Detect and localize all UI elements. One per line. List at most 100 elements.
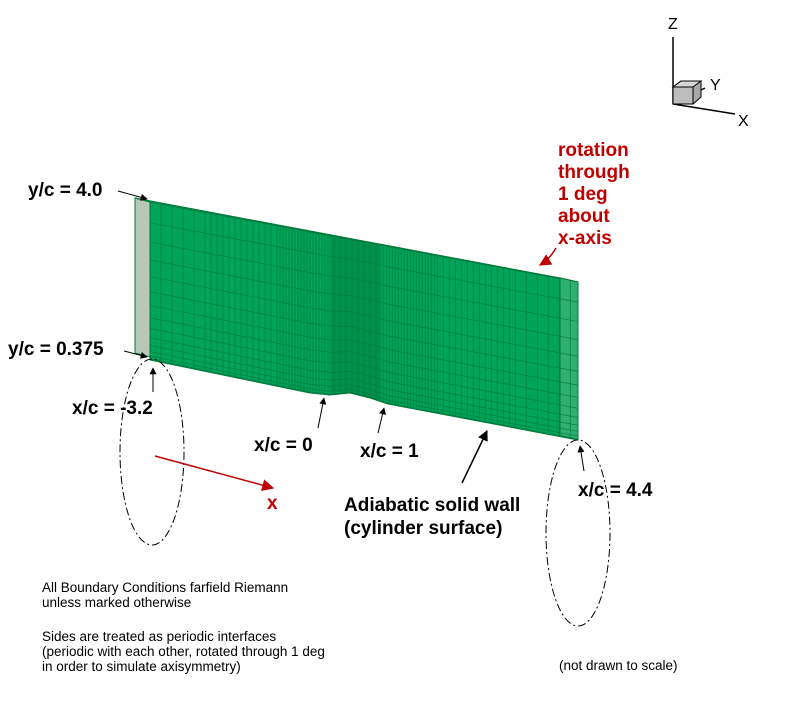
mesh-line (257, 312, 263, 315)
mesh-line (397, 401, 403, 404)
mesh-line (485, 413, 491, 416)
mesh-line (305, 369, 311, 371)
mesh-line (397, 404, 403, 406)
mesh-line (369, 299, 375, 302)
mesh-line (297, 270, 303, 272)
mesh-line (233, 373, 239, 375)
mesh-line (521, 291, 527, 293)
mesh-line (301, 289, 307, 291)
mesh-line (189, 366, 195, 369)
mesh-line (197, 269, 203, 271)
mesh-line (249, 348, 255, 350)
mesh-line (285, 332, 291, 334)
mesh-line (413, 354, 419, 356)
mesh-line (345, 258, 351, 260)
mesh-line (421, 378, 427, 380)
mesh-line (401, 323, 407, 325)
mesh-line (213, 350, 219, 352)
mesh-line (385, 399, 391, 401)
mesh-line (469, 350, 475, 353)
mesh-line (481, 417, 487, 419)
mesh-line (181, 357, 187, 360)
mesh-line (309, 336, 315, 339)
mesh-line (373, 300, 379, 303)
mesh-line (177, 356, 183, 359)
mesh-line (361, 280, 367, 282)
mesh-line (505, 425, 511, 427)
mesh-line (317, 291, 323, 294)
mesh-line (221, 273, 227, 276)
mesh-line (561, 432, 567, 435)
mesh-line (213, 364, 219, 366)
mesh-line (177, 333, 183, 336)
mesh-line (165, 279, 171, 281)
mesh-line (409, 353, 415, 355)
mesh-line (317, 308, 323, 310)
mesh-line (513, 343, 519, 346)
mesh-line (437, 329, 443, 332)
mesh-line (469, 281, 475, 284)
mesh-line (509, 308, 515, 310)
triad-y-label: Y (710, 77, 721, 94)
mesh-line (489, 368, 495, 370)
mesh-line (481, 321, 487, 323)
mesh-line (429, 328, 435, 330)
mesh-line (385, 371, 391, 374)
mesh-line (185, 352, 191, 354)
mesh-line (289, 384, 295, 387)
mesh-line (245, 370, 251, 373)
mesh-line (437, 275, 443, 278)
mesh-line (505, 288, 511, 290)
mesh-line (421, 367, 427, 370)
mesh-line (381, 359, 387, 362)
mesh-line (373, 263, 379, 266)
mesh-line (165, 262, 171, 265)
label-x-axis: x (267, 493, 278, 514)
mesh-line (513, 423, 519, 425)
mesh-line (329, 256, 335, 258)
mesh-line (541, 428, 547, 431)
mesh-line (349, 311, 355, 313)
mesh-line (177, 227, 183, 230)
mesh-line (569, 437, 575, 439)
mesh-line (461, 416, 467, 419)
mesh-line (429, 293, 435, 296)
mesh-line (429, 343, 435, 345)
mesh-line (381, 379, 387, 382)
mesh-line (573, 430, 579, 432)
mesh-line (201, 338, 207, 341)
mesh-line (505, 422, 511, 424)
mesh-line (173, 296, 179, 298)
mesh-line (445, 346, 451, 348)
mesh-line (569, 319, 575, 322)
mesh-line (197, 337, 203, 340)
mesh-line (253, 311, 259, 314)
mesh-line (541, 424, 547, 426)
mesh-line (553, 392, 559, 395)
mesh-line (521, 397, 527, 399)
mesh-line (181, 334, 187, 336)
mesh-line (157, 346, 163, 349)
mesh-line (285, 365, 291, 367)
mesh-line (425, 396, 431, 398)
mesh-line (497, 409, 503, 412)
mesh-line (533, 313, 539, 315)
mesh-line (477, 416, 483, 419)
mesh-line (421, 341, 427, 344)
mesh-line (533, 422, 539, 425)
mesh-line (565, 405, 571, 408)
mesh-line (413, 290, 419, 293)
mesh-line (489, 421, 495, 424)
mesh-line (153, 338, 159, 340)
mesh-line (509, 343, 515, 345)
mesh-line (437, 381, 443, 383)
mesh-line (353, 352, 359, 354)
mesh-line (189, 325, 195, 327)
mesh-line (441, 412, 447, 415)
mesh-line (521, 345, 527, 347)
mesh-line (389, 381, 395, 384)
mesh-line (261, 360, 267, 362)
mesh-line (181, 351, 187, 354)
mesh-line (241, 370, 247, 372)
mesh-line (209, 303, 215, 305)
